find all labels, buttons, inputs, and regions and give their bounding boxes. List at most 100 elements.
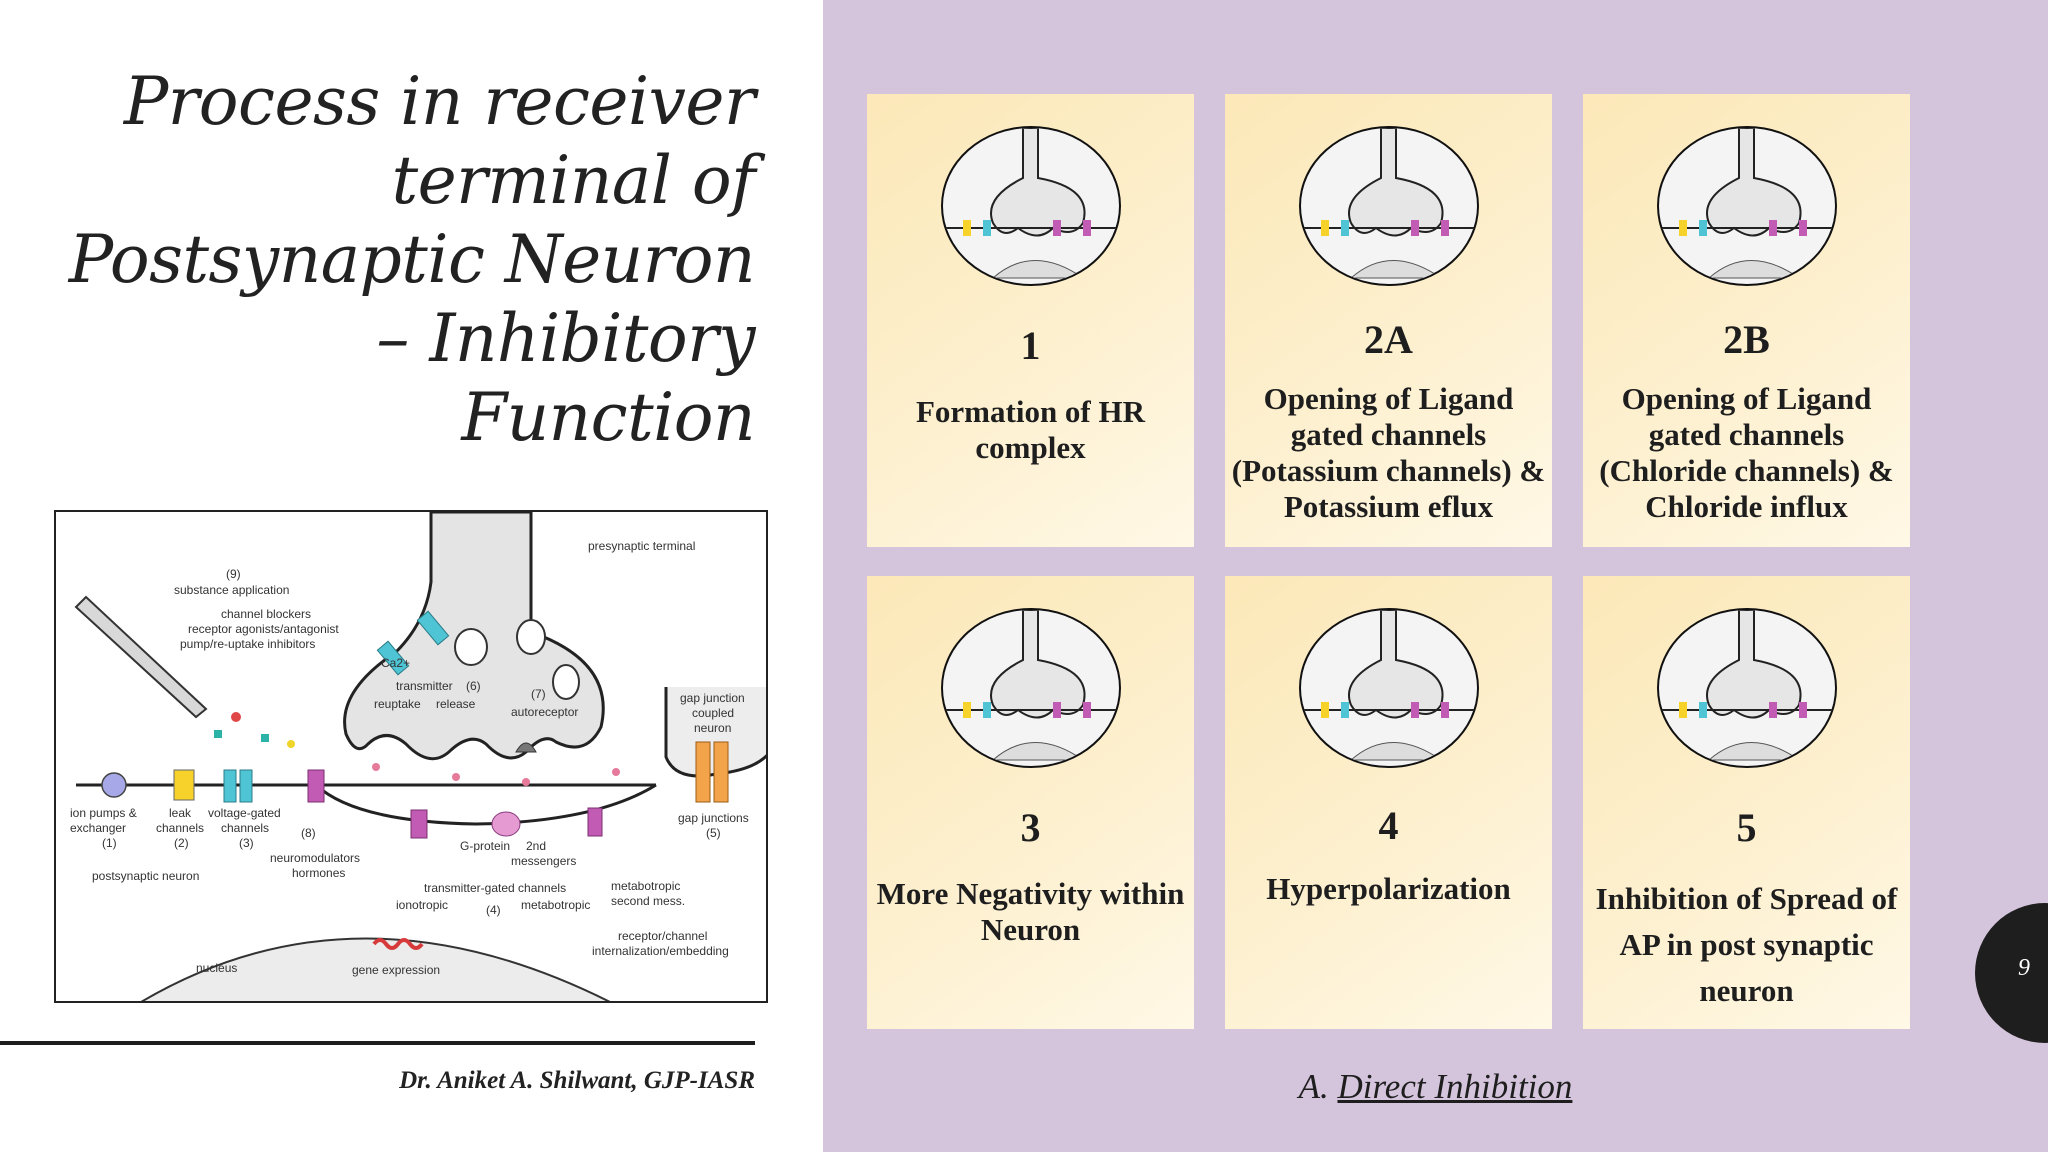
- step-number: 2A: [1364, 317, 1413, 362]
- title-line: Postsynaptic Neuron: [68, 221, 756, 298]
- gap-junction-shape: [695, 741, 711, 803]
- g-protein-shape: [491, 811, 521, 837]
- diagram-label: coupled: [692, 706, 734, 720]
- diagram-label: leak: [169, 806, 192, 820]
- author-credit: Dr. Aniket A. Shilwant, GJP-IASR: [399, 1067, 755, 1094]
- diagram-label: (6): [466, 679, 481, 693]
- metabotropic-receptor-shape: [587, 807, 603, 837]
- title-line: Process in receiver: [123, 63, 756, 140]
- diagram-label: gap junctions: [678, 811, 749, 825]
- step-description: Hyperpolarization: [1266, 871, 1511, 906]
- gene-expression-squiggle: [372, 938, 424, 950]
- diagram-label: 2nd: [526, 839, 546, 853]
- diagram-label: receptor agonists/antagonist: [188, 622, 339, 636]
- molecule-dot: [452, 773, 460, 781]
- divider-line: [0, 1041, 755, 1045]
- diagram-label: transmitter: [396, 679, 453, 693]
- diagram-label: channel blockers: [221, 607, 311, 621]
- diagram-label: receptor/channel: [618, 929, 707, 943]
- step-description: More Negativity within Neuron: [876, 876, 1185, 947]
- diagram-label: G-protein: [460, 839, 510, 853]
- diagram-label: ion pumps &: [70, 806, 137, 820]
- step-description: Opening of Ligand gated channels (Chlori…: [1599, 381, 1894, 524]
- diagram-label: neuron: [694, 721, 731, 735]
- diagram-label: (8): [301, 826, 316, 840]
- diagram-label: neuromodulators: [270, 851, 360, 865]
- molecule-dot: [612, 768, 620, 776]
- gap-junction-shape: [713, 741, 729, 803]
- diagram-label: metabotropic: [611, 879, 680, 893]
- calcium-channel-shape: [416, 610, 450, 646]
- step-card-2a: 2A Opening of Ligand gated channels (Pot…: [1225, 94, 1552, 547]
- diagram-label: channels: [156, 821, 204, 835]
- diagram-label: (9): [226, 567, 241, 581]
- diagram-label: (1): [102, 836, 117, 850]
- diagram-label: reuptake: [374, 697, 421, 711]
- vesicle: [516, 619, 546, 655]
- step-card-3: 3 More Negativity within Neuron: [867, 576, 1194, 1029]
- step-number: 3: [1020, 805, 1041, 850]
- diagram-label: ionotropic: [396, 898, 448, 912]
- diagram-label: pump/re-uptake inhibitors: [180, 637, 315, 651]
- neuromodulator-receptor-shape: [307, 769, 325, 803]
- title-line: Function: [461, 379, 755, 456]
- autoreceptor-shape: [515, 742, 537, 753]
- diagram-label: hormones: [292, 866, 345, 880]
- diagram-label: (4): [486, 903, 501, 917]
- diagram-label: messengers: [511, 854, 576, 868]
- molecule-dot: [287, 740, 295, 748]
- step-description: Opening of Ligand gated channels (Potass…: [1231, 381, 1546, 524]
- step-description: Inhibition of Spread of AP in post synap…: [1595, 881, 1898, 1008]
- diagram-label: second mess.: [611, 894, 685, 908]
- diagram-label: gap junction: [680, 691, 745, 705]
- diagram-label: (7): [531, 687, 546, 701]
- synapse-thumbnail-svg: [1659, 128, 1835, 279]
- synapse-thumbnail: [1299, 608, 1479, 768]
- diagram-label: release: [436, 697, 476, 711]
- step-card-4: 4 Hyperpolarization: [1225, 576, 1552, 1029]
- step-number: 1: [1020, 323, 1041, 368]
- caption-prefix: A.: [1298, 1067, 1338, 1106]
- diagram-label: (5): [706, 826, 721, 840]
- synapse-thumbnail-svg: [1301, 128, 1477, 279]
- voltage-gated-channel-shape: [239, 769, 253, 803]
- diagram-label: (3): [239, 836, 254, 850]
- page-number: 9: [2018, 955, 2030, 981]
- molecule-dot: [372, 763, 380, 771]
- synapse-diagram-svg: presynaptic terminal (9) substance appli…: [70, 512, 766, 1001]
- section-caption: A. Direct Inhibition: [823, 1067, 2048, 1107]
- molecule-dot: [522, 778, 530, 786]
- molecule-dot: [261, 734, 269, 742]
- calcium-channel-shape: [376, 640, 410, 676]
- slide-title: Process in receiver terminal of Postsyna…: [60, 62, 756, 457]
- voltage-gated-channel-shape: [223, 769, 237, 803]
- diagram-label: nucleus: [196, 961, 237, 975]
- synapse-diagram: presynaptic terminal (9) substance appli…: [54, 510, 768, 1003]
- synapse-thumbnail: [1657, 608, 1837, 768]
- diagram-label: autoreceptor: [511, 705, 578, 719]
- vesicle: [454, 628, 488, 666]
- title-line: – Inhibitory: [376, 300, 755, 377]
- synapse-thumbnail-svg: [943, 610, 1119, 761]
- diagram-label: postsynaptic neuron: [92, 869, 199, 883]
- diagram-label: channels: [221, 821, 269, 835]
- ion-pump-shape: [101, 772, 127, 798]
- molecule-dot: [214, 730, 222, 738]
- diagram-label: substance application: [174, 583, 289, 597]
- diagram-label: metabotropic: [521, 898, 590, 912]
- step-card-2b: 2B Opening of Ligand gated channels (Chl…: [1583, 94, 1910, 547]
- diagram-label: exchanger: [70, 821, 126, 835]
- title-line: terminal of: [391, 142, 756, 219]
- step-number: 2B: [1723, 317, 1770, 362]
- leak-channel-shape: [173, 769, 195, 801]
- nucleus-shape: [140, 937, 611, 1001]
- synapse-thumbnail: [1299, 126, 1479, 286]
- synaptic-cleft-curve: [314, 783, 657, 826]
- molecule-dot: [231, 712, 241, 722]
- step-description: Formation of HR complex: [915, 394, 1146, 465]
- step-card-1: 1 Formation of HR complex: [867, 94, 1194, 547]
- caption-link[interactable]: Direct Inhibition: [1337, 1067, 1573, 1106]
- diagram-label: internalization/embedding: [592, 944, 729, 958]
- diagram-label: (2): [174, 836, 189, 850]
- synapse-thumbnail: [941, 608, 1121, 768]
